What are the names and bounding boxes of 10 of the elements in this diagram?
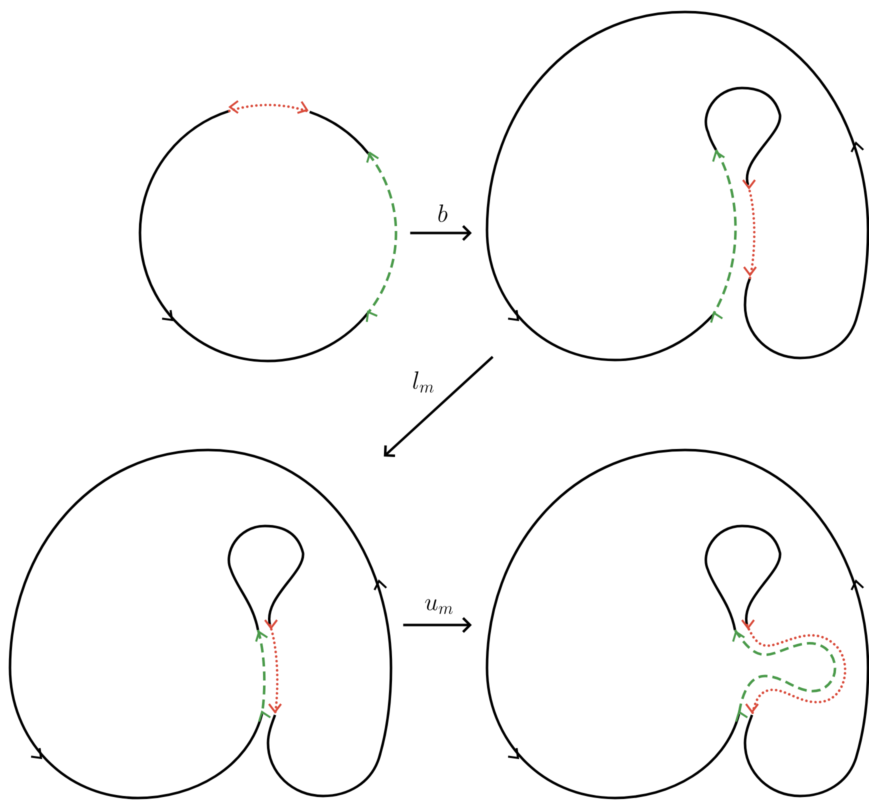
edge-label: $l_m$: [413, 371, 434, 393]
arrow: [410, 225, 472, 241]
edge-label: $b$: [438, 204, 448, 222]
curve-drawing: [138, 100, 398, 362]
curve-drawing: [486, 10, 869, 362]
curve-drawing: [486, 448, 869, 800]
curve-drawing: [8, 448, 392, 800]
arrow: [403, 617, 472, 633]
arrow: [384, 356, 494, 458]
edge-label: $u_m$: [425, 599, 453, 614]
